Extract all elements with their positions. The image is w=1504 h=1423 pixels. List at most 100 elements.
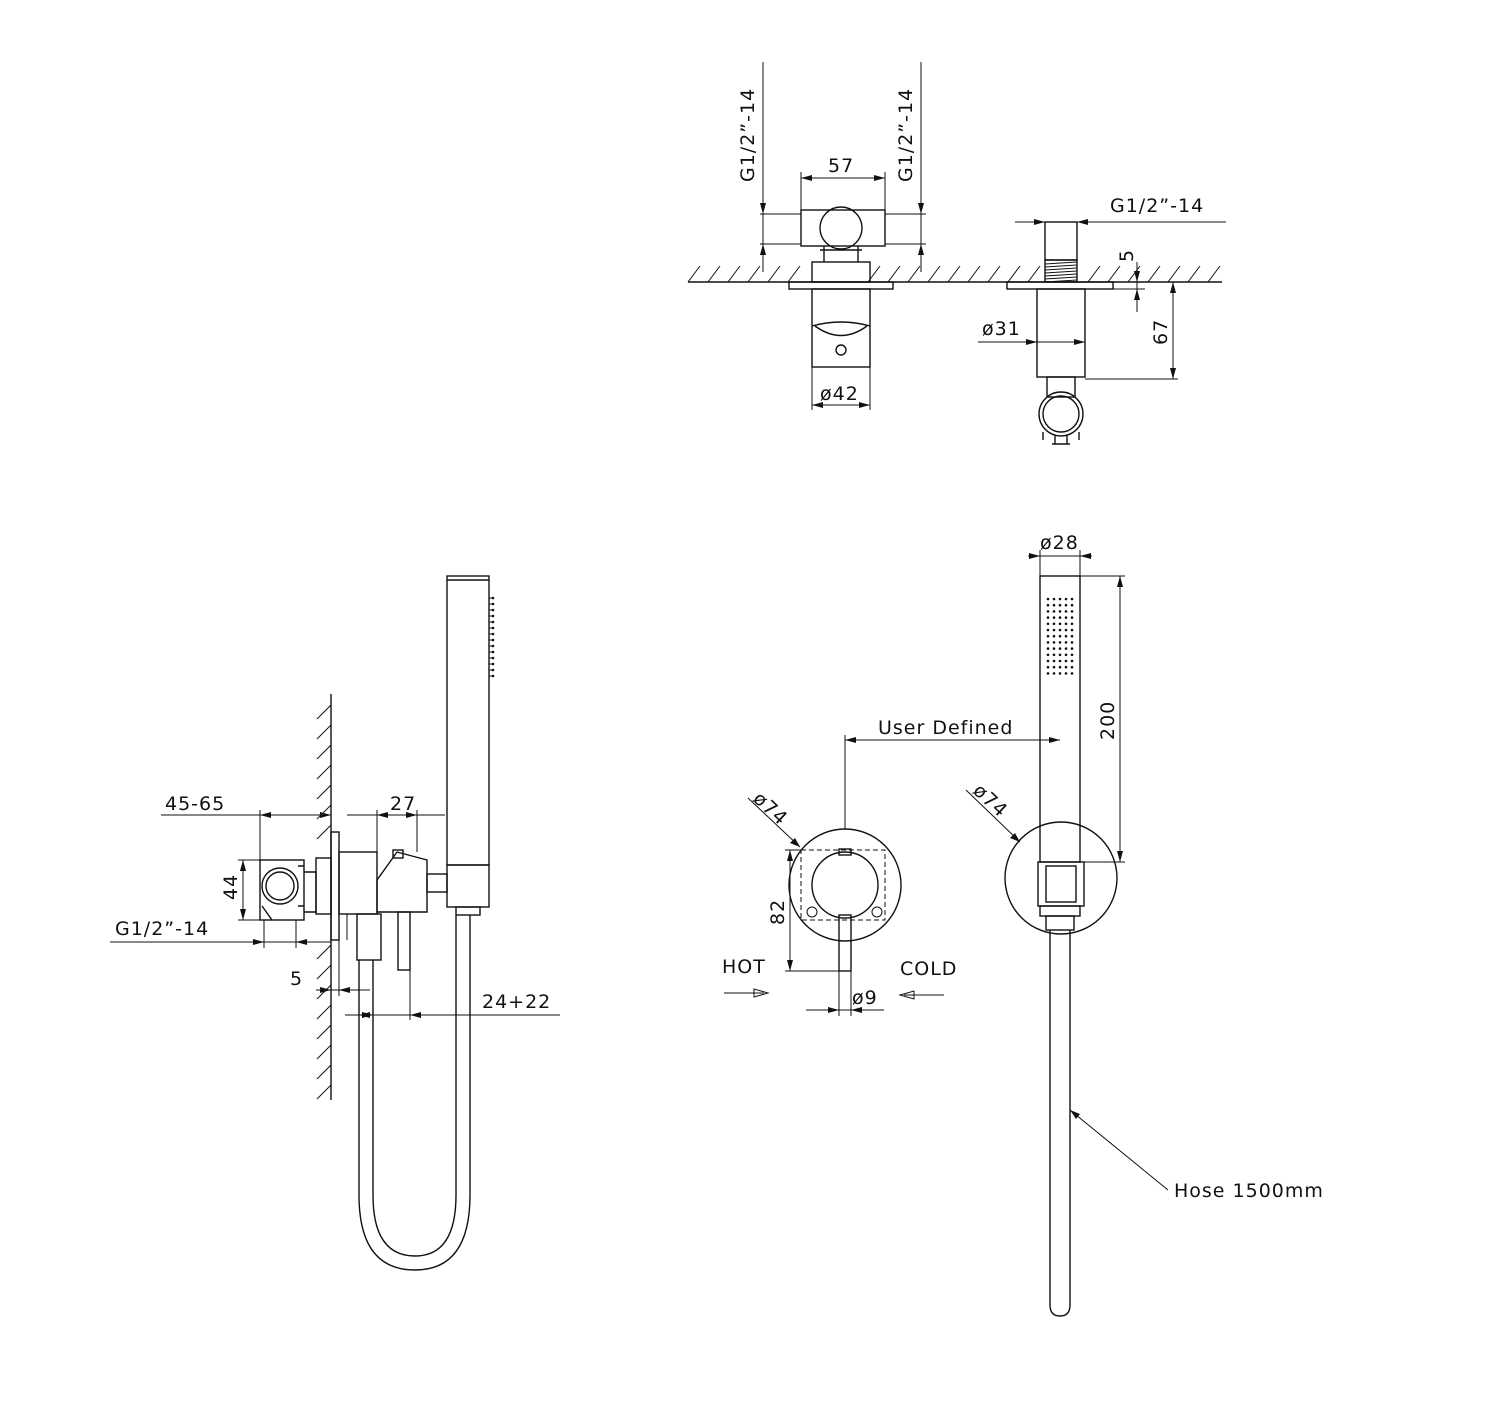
nozzle-dot — [1058, 622, 1062, 626]
nozzle-dot — [491, 620, 495, 624]
front-view: ø28 200 User Defined ø74 ø74 82 HOT COLD — [722, 532, 1324, 1317]
thread-line — [1044, 273, 1078, 277]
nozzle-dot — [1070, 634, 1074, 638]
nozzle-dot — [1070, 597, 1074, 601]
hatch-line — [1207, 265, 1221, 283]
nozzle-dot — [1064, 672, 1068, 675]
nozzle-dot — [1052, 616, 1056, 619]
hatch-line — [316, 764, 332, 780]
nozzle-dot — [1064, 665, 1068, 669]
top-wall-hatch — [687, 265, 1221, 283]
hatch-line — [316, 1084, 332, 1100]
top-view: G1/2”-14 G1/2”-14 57 ø42 G1/2”-14 — [687, 62, 1226, 445]
front-dia-28-label: ø28 — [1040, 532, 1079, 554]
hatch-line — [947, 265, 961, 283]
side-5-label: 5 — [290, 968, 303, 990]
nozzle-dot — [1058, 597, 1062, 601]
nozzle-dot — [1052, 659, 1056, 663]
nozzle-dot — [491, 668, 495, 672]
nozzle-dot — [1070, 628, 1074, 632]
nozzle-dot — [1064, 603, 1068, 607]
hatch-line — [747, 265, 761, 283]
front-hose-label: Hose 1500mm — [1174, 1180, 1324, 1202]
nozzle-dot — [1070, 622, 1074, 626]
top-dia-31-label: ø31 — [982, 318, 1021, 340]
nozzle-dot — [1070, 659, 1074, 663]
nozzle-dot — [1070, 647, 1074, 650]
nozzle-dot — [1052, 672, 1056, 675]
nozzle-dot — [491, 644, 495, 648]
hatch-line — [1087, 265, 1101, 283]
hatch-line — [316, 784, 332, 800]
nozzle-dot — [491, 596, 495, 600]
nozzle-dot — [1052, 634, 1056, 638]
top-thread-holder-label: G1/2”-14 — [1110, 195, 1204, 217]
hatch-line — [787, 265, 801, 283]
hatch-line — [316, 944, 332, 960]
nozzle-dot — [1046, 641, 1050, 644]
nozzle-dot — [1058, 610, 1062, 613]
thread-line — [1044, 270, 1078, 274]
nozzle-dot — [1064, 653, 1068, 657]
hatch-line — [316, 804, 332, 820]
hatch-line — [316, 1024, 332, 1040]
nozzle-dot — [1046, 659, 1050, 663]
nozzle-dot — [491, 602, 495, 606]
hatch-line — [1167, 265, 1181, 283]
nozzle-dot — [1058, 672, 1062, 675]
hatch-line — [316, 724, 332, 740]
nozzle-dot — [1064, 622, 1068, 626]
top-thread-right-label: G1/2”-14 — [895, 88, 917, 182]
nozzle-dot — [1064, 641, 1068, 644]
nozzle-dot — [1070, 641, 1074, 644]
nozzle-dot — [491, 614, 495, 618]
nozzle-dot — [1064, 659, 1068, 663]
nozzle-dot — [1052, 597, 1056, 601]
nozzle-dot — [1064, 647, 1068, 650]
nozzle-dot — [1058, 634, 1062, 638]
nozzle-dot — [1058, 659, 1062, 663]
nozzle-dot — [1046, 647, 1050, 650]
thread-line — [1044, 264, 1078, 268]
nozzle-dot — [1046, 634, 1050, 638]
nozzle-dot — [1064, 597, 1068, 601]
nozzle-row — [489, 596, 495, 678]
nozzle-grid — [1046, 597, 1074, 675]
thread-line — [1044, 276, 1078, 280]
nozzle-dot — [1046, 616, 1050, 619]
nozzle-dot — [1046, 653, 1050, 657]
hatch-line — [687, 265, 701, 283]
top-thread-left-label: G1/2”-14 — [737, 88, 759, 182]
thread-line — [1044, 261, 1078, 265]
nozzle-dot — [491, 626, 495, 630]
nozzle-dot — [491, 656, 495, 660]
hatch-line — [707, 265, 721, 283]
hatch-line — [316, 1044, 332, 1060]
hatch-line — [927, 265, 941, 283]
front-200-label: 200 — [1097, 701, 1119, 740]
nozzle-dot — [1070, 653, 1074, 657]
hatch-line — [1027, 265, 1041, 283]
hatch-line — [1007, 265, 1021, 283]
front-user-defined-label: User Defined — [878, 717, 1013, 739]
nozzle-dot — [1064, 628, 1068, 632]
hatch-line — [767, 265, 781, 283]
hatch-line — [1187, 265, 1201, 283]
front-dia-9-label: ø9 — [852, 987, 878, 1009]
nozzle-dot — [491, 632, 495, 636]
hatch-line — [316, 964, 332, 980]
nozzle-dot — [1058, 665, 1062, 669]
hatch-line — [316, 984, 332, 1000]
nozzle-dot — [491, 650, 495, 654]
nozzle-dot — [1058, 603, 1062, 607]
side-24-22-label: 24+22 — [482, 991, 551, 1013]
side-wall-hatch — [316, 704, 332, 1100]
hatch-line — [316, 1064, 332, 1080]
hatch-line — [887, 265, 901, 283]
front-dia-74-right-label: ø74 — [969, 780, 1012, 823]
side-27-label: 27 — [390, 793, 416, 815]
nozzle-dot — [1070, 672, 1074, 675]
nozzle-dot — [1058, 641, 1062, 644]
hatch-line — [316, 704, 332, 720]
nozzle-dot — [1058, 653, 1062, 657]
